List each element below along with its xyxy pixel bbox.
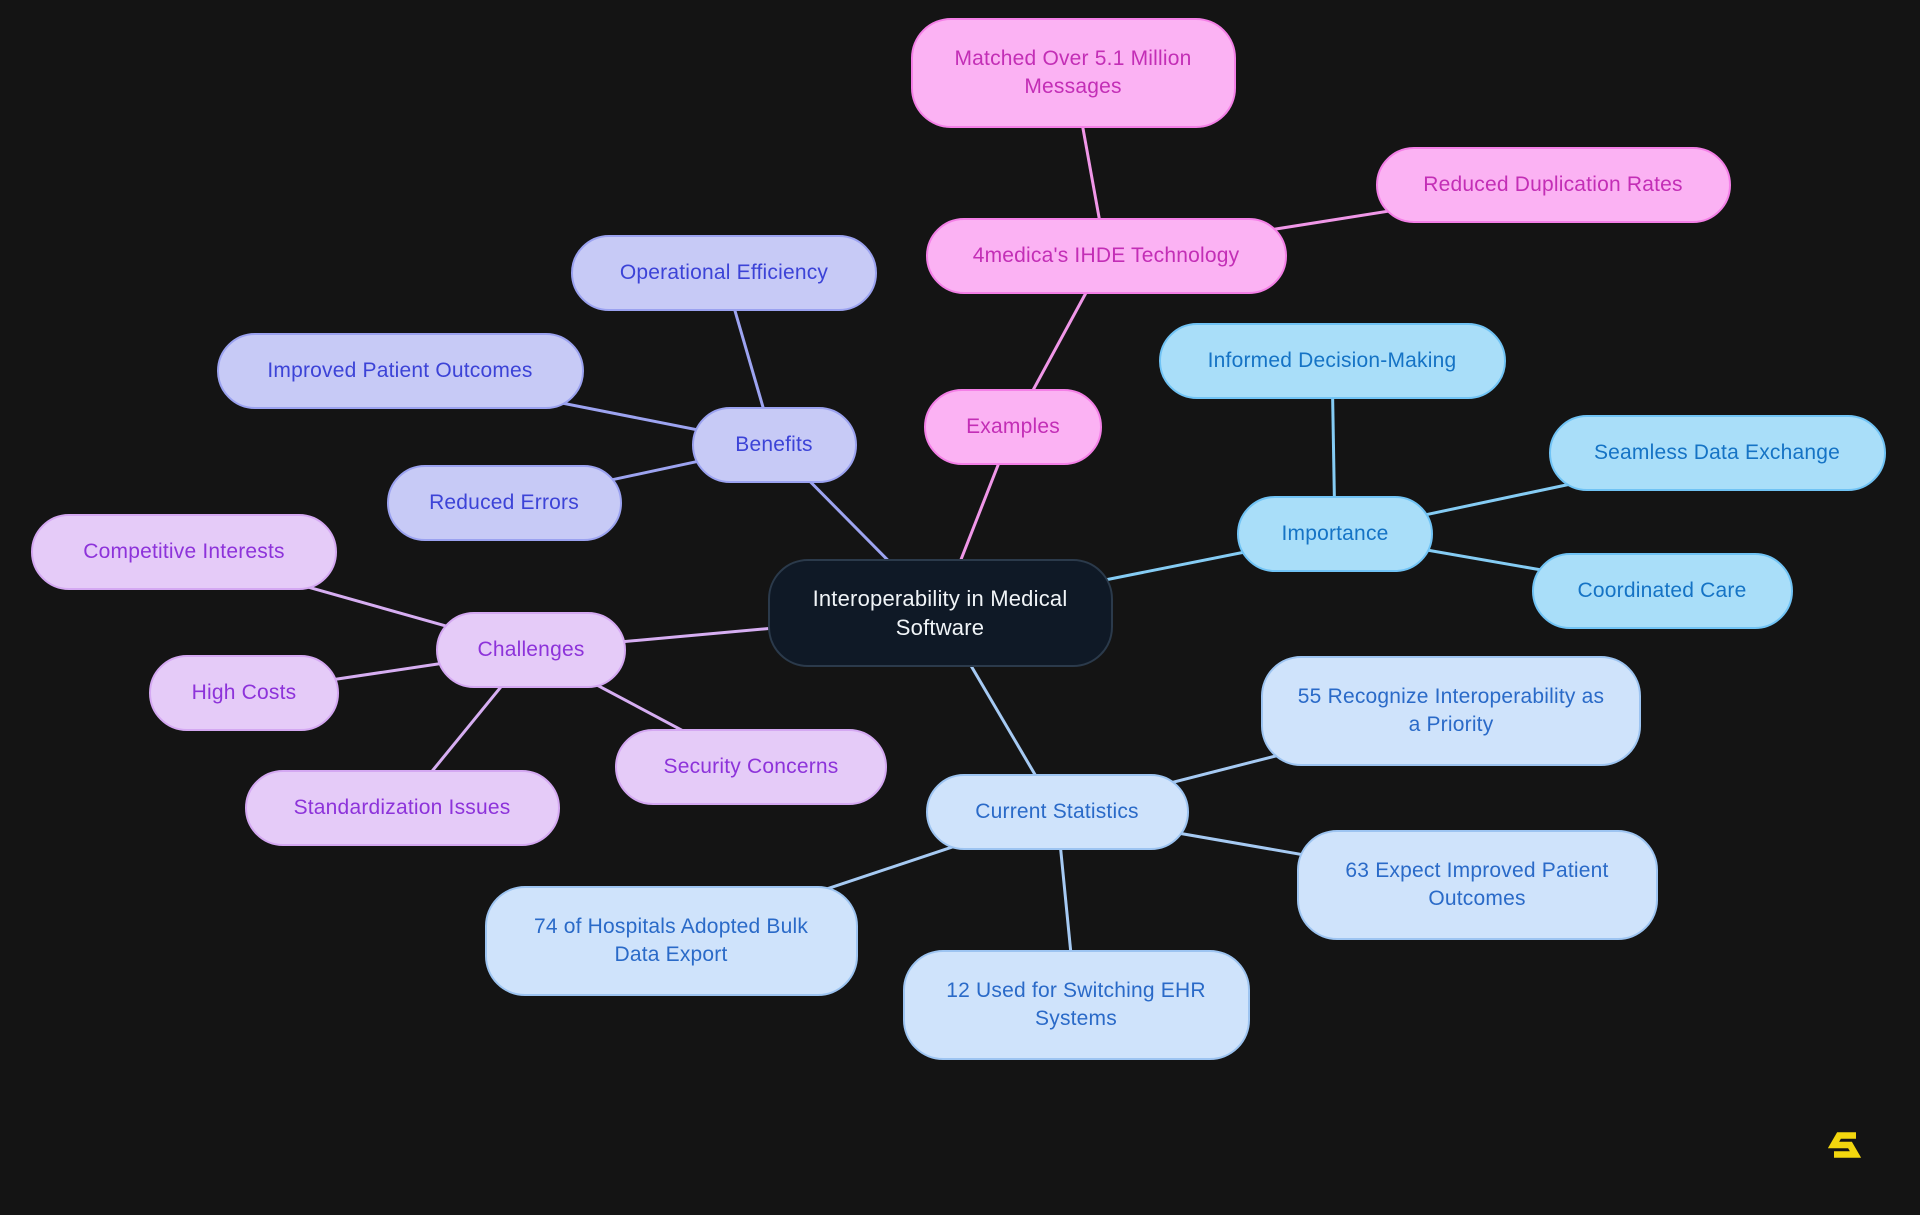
node-competitive-interests[interactable]: Competitive Interests xyxy=(31,514,337,590)
node-security-concerns[interactable]: Security Concerns xyxy=(615,729,887,805)
node-label: Benefits xyxy=(735,433,813,457)
node-reduced-duplication-rates[interactable]: Reduced Duplication Rates xyxy=(1375,147,1731,223)
node-label: Security Concerns xyxy=(663,755,839,779)
node-stat-55-priority[interactable]: 55 Recognize Interoperability as a Prior… xyxy=(1261,656,1641,766)
node-label: Examples xyxy=(966,415,1060,439)
node-stat-74-bulk-export[interactable]: 74 of Hospitals Adopted Bulk Data Export xyxy=(484,886,858,996)
node-reduced-errors[interactable]: Reduced Errors xyxy=(386,465,622,541)
node-4medica-ihde-technology[interactable]: 4medica's IHDE Technology xyxy=(925,218,1287,294)
node-stat-63-outcomes[interactable]: 63 Expect Improved Patient Outcomes xyxy=(1296,830,1658,940)
node-label: 63 Expect Improved Patient Outcomes xyxy=(1345,859,1609,910)
node-label: Informed Decision-Making xyxy=(1207,349,1457,373)
node-label: 74 of Hospitals Adopted Bulk Data Export xyxy=(533,915,809,966)
node-importance[interactable]: Importance xyxy=(1237,496,1433,572)
node-label: Reduced Errors xyxy=(429,491,579,515)
node-high-costs[interactable]: High Costs xyxy=(149,655,339,731)
node-benefits[interactable]: Benefits xyxy=(691,407,857,483)
node-label: Interoperability in Medical Software xyxy=(812,585,1068,640)
node-label: Challenges xyxy=(477,638,585,662)
node-label: Importance xyxy=(1281,522,1389,546)
node-label: Matched Over 5.1 Million Messages xyxy=(954,47,1192,98)
node-matched-messages[interactable]: Matched Over 5.1 Million Messages xyxy=(910,18,1236,128)
node-operational-efficiency[interactable]: Operational Efficiency xyxy=(571,235,877,311)
node-label: High Costs xyxy=(191,681,297,705)
node-label: 4medica's IHDE Technology xyxy=(972,244,1240,268)
node-label: Reduced Duplication Rates xyxy=(1423,173,1683,197)
node-label: Operational Efficiency xyxy=(619,261,829,285)
brand-s-logo-icon xyxy=(1828,1132,1862,1158)
node-label: Seamless Data Exchange xyxy=(1593,441,1841,465)
node-label: Standardization Issues xyxy=(293,796,511,820)
node-stat-12-ehr-switch[interactable]: 12 Used for Switching EHR Systems xyxy=(902,950,1250,1060)
node-label: Competitive Interests xyxy=(83,540,285,564)
node-standardization-issues[interactable]: Standardization Issues xyxy=(244,770,560,846)
node-improved-patient-outcomes[interactable]: Improved Patient Outcomes xyxy=(216,333,584,409)
node-label: Improved Patient Outcomes xyxy=(267,359,533,383)
node-label: Coordinated Care xyxy=(1577,579,1747,603)
node-label: Current Statistics xyxy=(975,800,1139,824)
node-label: 12 Used for Switching EHR Systems xyxy=(946,979,1206,1030)
node-central[interactable]: Interoperability in Medical Software xyxy=(767,559,1113,667)
node-coordinated-care[interactable]: Coordinated Care xyxy=(1531,553,1793,629)
node-label: 55 Recognize Interoperability as a Prior… xyxy=(1297,685,1605,736)
node-seamless-data-exchange[interactable]: Seamless Data Exchange xyxy=(1548,415,1886,491)
node-examples[interactable]: Examples xyxy=(924,389,1102,465)
node-current-statistics[interactable]: Current Statistics xyxy=(925,774,1189,850)
node-challenges[interactable]: Challenges xyxy=(436,612,626,688)
node-informed-decision-making[interactable]: Informed Decision-Making xyxy=(1158,323,1506,399)
